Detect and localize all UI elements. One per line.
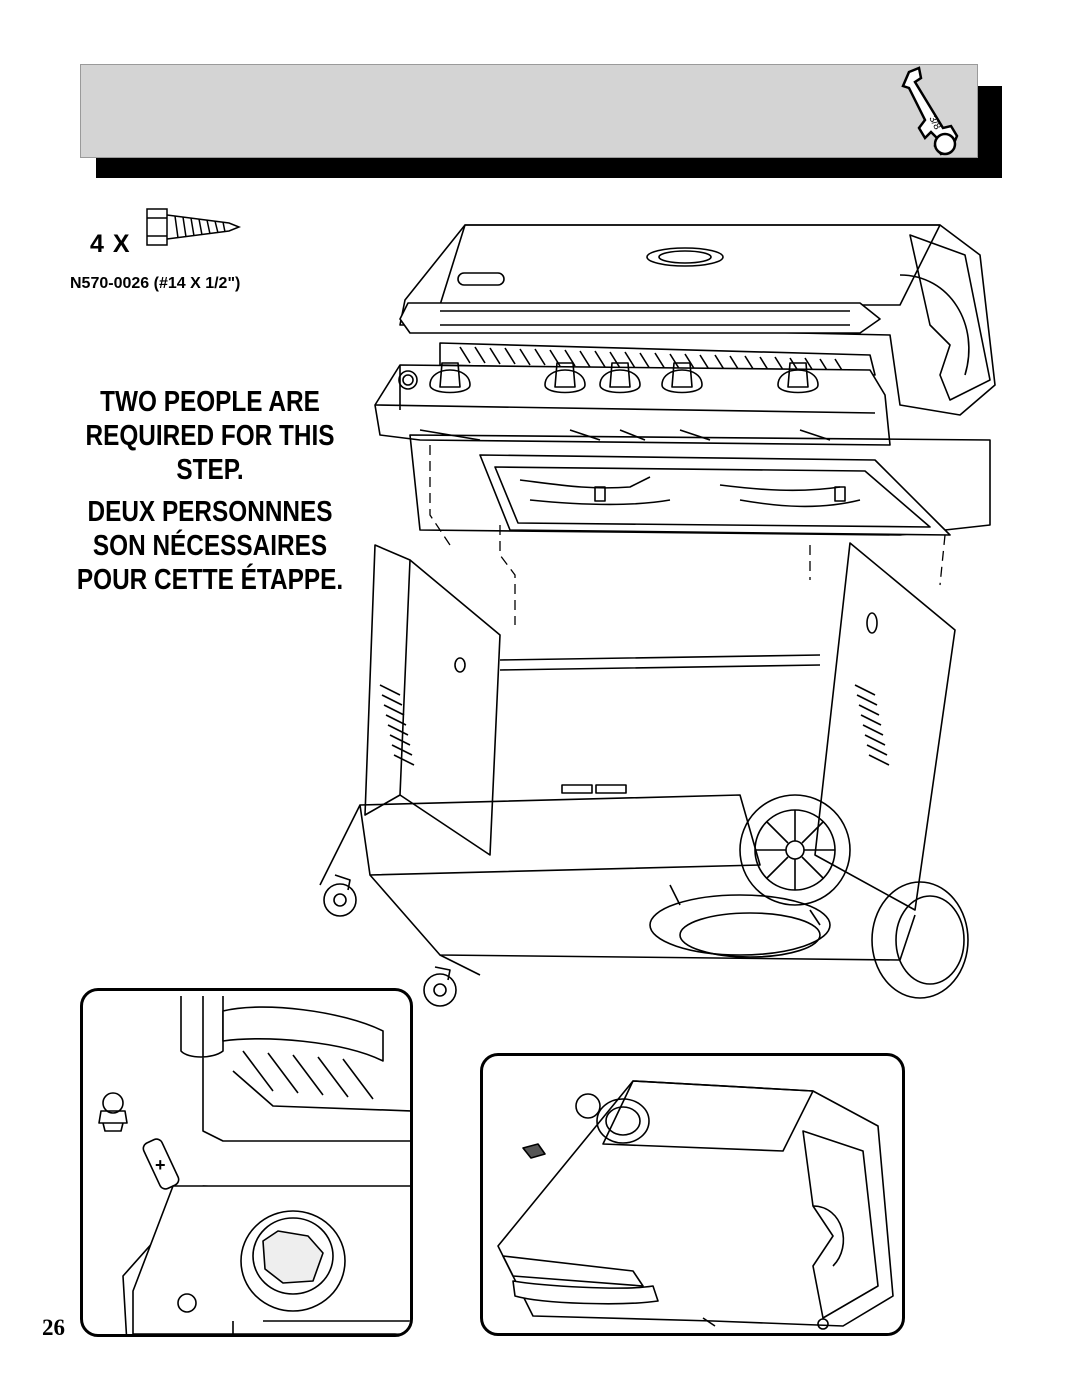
control-panel bbox=[374, 364, 891, 446]
cart-left-panel bbox=[364, 544, 411, 816]
warning-fr-line3: POUR CETTE ÉTAPPE. bbox=[76, 564, 344, 596]
cart-right-panel bbox=[814, 542, 956, 911]
page-number: 26 bbox=[42, 1315, 65, 1340]
wrench-icon: 3/8 bbox=[901, 66, 959, 156]
warning-fr-line2: SON NÉCESSAIRES bbox=[92, 530, 328, 562]
lid-handle bbox=[399, 302, 881, 334]
warning-en-line3: STEP. bbox=[176, 454, 244, 486]
detail-lid-panel bbox=[480, 1053, 905, 1336]
warning-en-line2: REQUIRED FOR THIS bbox=[85, 420, 335, 452]
ignitor-battery-detail-illustration: + bbox=[98, 996, 410, 1334]
detail-control-panel-panel: + bbox=[80, 988, 413, 1337]
header-banner bbox=[80, 64, 978, 158]
hardware-quantity: 4 X bbox=[90, 230, 131, 258]
firebox bbox=[479, 454, 951, 536]
caster-wheel-rear bbox=[423, 966, 457, 1007]
screw-icon bbox=[146, 208, 242, 246]
caster-wheel-front bbox=[323, 874, 357, 917]
cart-wheel bbox=[739, 794, 851, 906]
rear-wheel bbox=[871, 881, 969, 999]
two-people-warning: TWO PEOPLE ARE REQUIRED FOR THIS STEP. D… bbox=[59, 385, 361, 597]
warning-fr-line1: DEUX PERSONNNES bbox=[87, 496, 333, 528]
lid-assembly-detail-illustration bbox=[497, 1080, 894, 1330]
warning-en-line1: TWO PEOPLE ARE bbox=[100, 386, 320, 418]
control-knobs bbox=[429, 362, 819, 394]
hardware-part-number: N570-0026 (#14 X 1/2") bbox=[70, 275, 241, 292]
battery-plus-sign: + bbox=[155, 1155, 166, 1175]
grill-assembly-illustration bbox=[319, 224, 996, 1007]
